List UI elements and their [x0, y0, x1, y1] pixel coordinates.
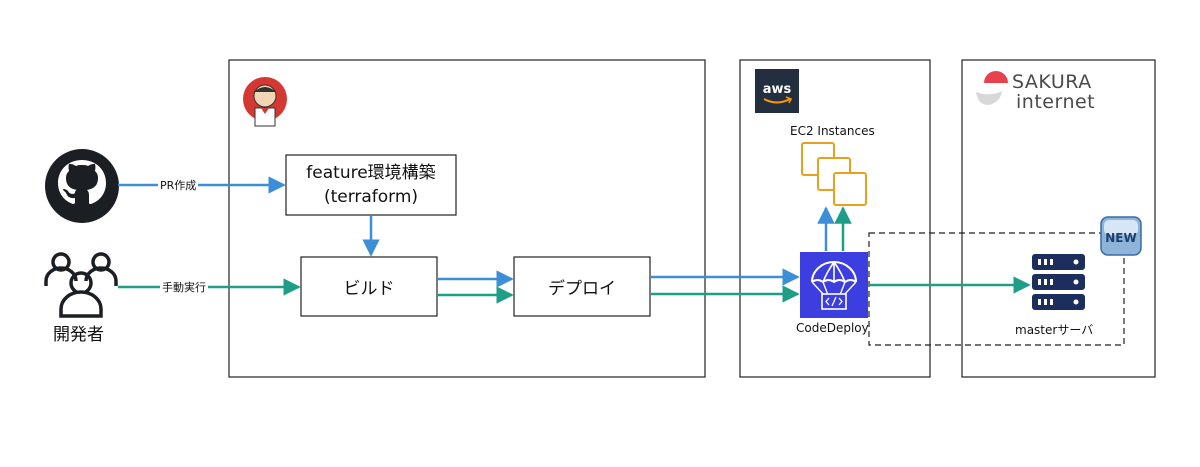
build-box [300, 256, 438, 317]
github-icon [45, 149, 119, 223]
jenkins-container [228, 59, 706, 378]
codedeploy-icon [800, 252, 868, 318]
build-label: ビルド [343, 279, 395, 299]
codedeploy-label: CodeDeploy [796, 321, 869, 335]
feature-env-text: feature環境構築 (terraform) [286, 155, 456, 215]
feature-env-line1: feature環境構築 [306, 163, 436, 183]
ec2-instances-icon [801, 142, 867, 206]
sakura-brand-line2: internet [1016, 91, 1096, 113]
feature-env-line2: (terraform) [323, 187, 419, 207]
svg-text:NEW: NEW [1105, 231, 1136, 245]
server-icon [1032, 254, 1085, 310]
manual-run-label: 手動実行 [160, 279, 208, 295]
server-label: masterサーバ [1015, 323, 1094, 337]
ec2-label: EC2 Instances [790, 124, 875, 138]
svg-text:aws: aws [763, 82, 792, 97]
new-dashed-region [868, 232, 1125, 346]
developers-label: 開発者 [53, 325, 104, 345]
sakura-container [961, 59, 1156, 378]
people-icon [44, 252, 118, 318]
feature-env-box [285, 154, 457, 216]
sakura-brand-line1: SAKURA [1012, 71, 1092, 93]
aws-container [739, 59, 931, 378]
jenkins-butler-icon [243, 77, 287, 127]
new-badge: NEW [1100, 216, 1142, 256]
aws-logo: aws [755, 69, 799, 113]
pr-label: PR作成 [158, 177, 199, 193]
deploy-label: デプロイ [548, 279, 616, 299]
deploy-box [513, 256, 651, 317]
sakura-logo-mark [976, 71, 1008, 105]
